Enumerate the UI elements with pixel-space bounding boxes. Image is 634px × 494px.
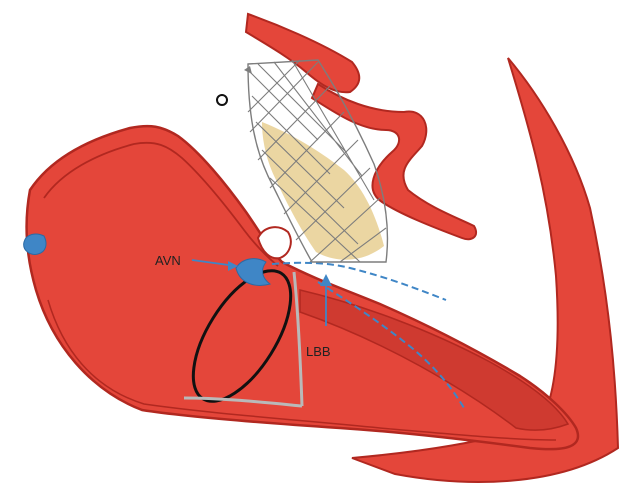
- lbb-label: LBB: [306, 344, 331, 359]
- stent-marker-ring: [217, 95, 227, 105]
- aortic-root-upper-wall: [246, 14, 359, 92]
- sinus-node: [24, 234, 46, 254]
- avn-label: AVN: [155, 253, 181, 268]
